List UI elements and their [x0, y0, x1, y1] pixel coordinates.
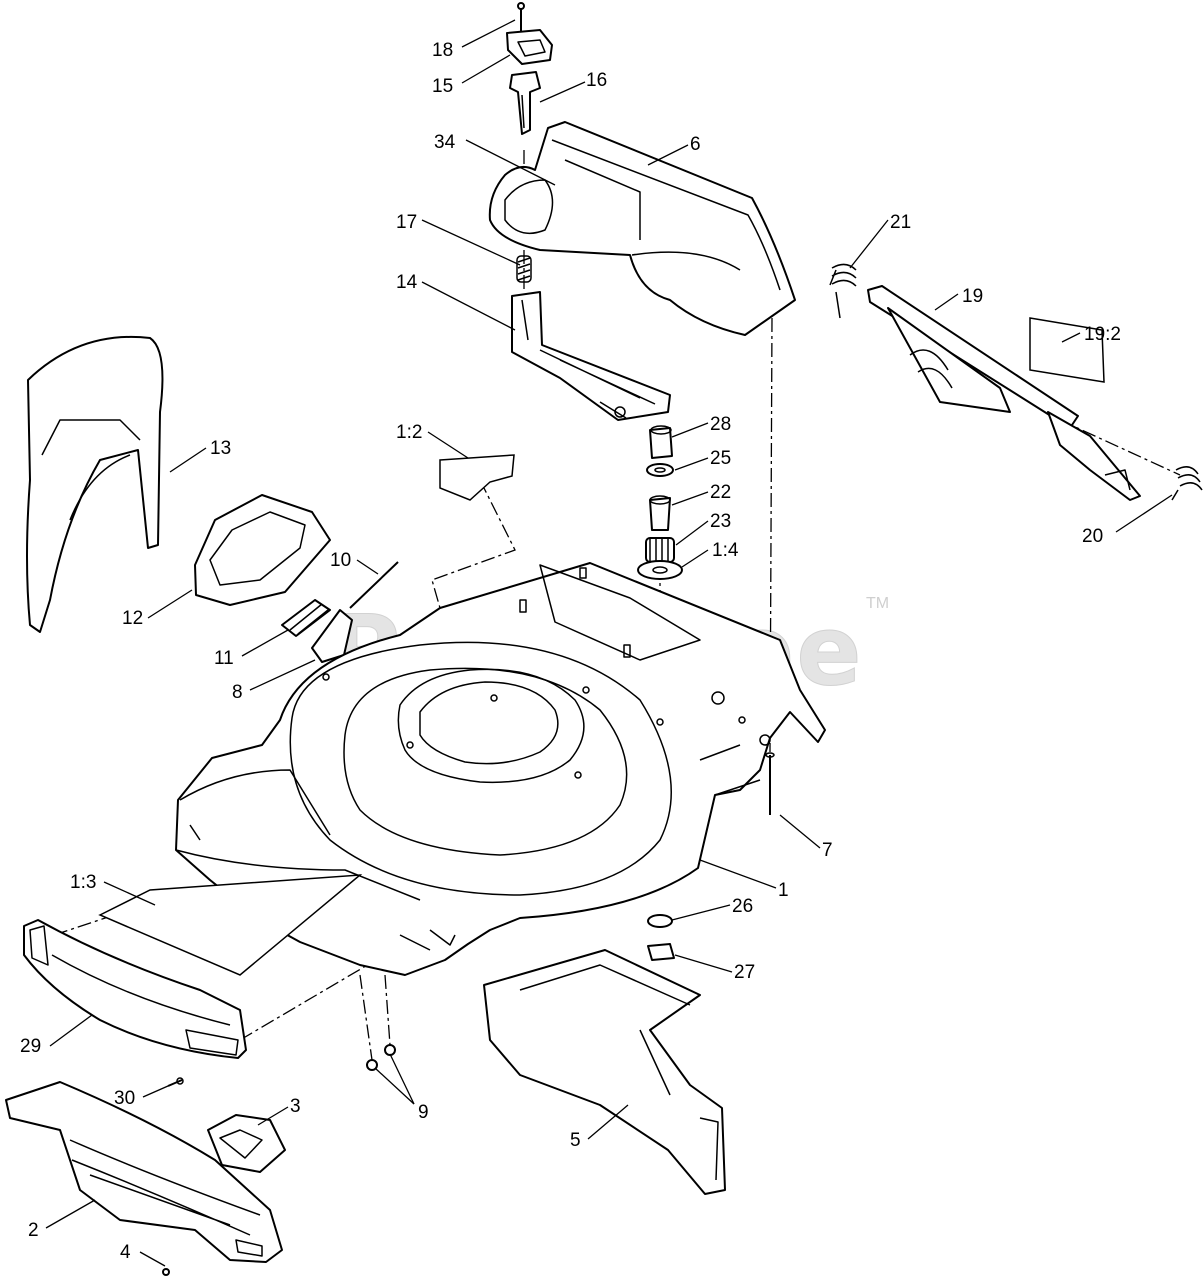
- callout-29: 29: [20, 1036, 41, 1057]
- part-21-spring: [829, 263, 857, 319]
- callout-7: 7: [822, 840, 833, 861]
- callout-labels: 18 15 16 34 6 17 14 21 19 19:2 28 25 22 …: [20, 40, 1121, 1263]
- callout-19-2: 19:2: [1084, 324, 1121, 345]
- callout-11: 11: [214, 648, 234, 669]
- part-1-2-decal: [439, 454, 515, 501]
- part-2-front-baffle: [5, 1081, 283, 1263]
- callout-13: 13: [210, 438, 231, 459]
- callout-18: 18: [432, 40, 453, 61]
- callout-1-2: 1:2: [396, 422, 422, 443]
- callout-8: 8: [232, 682, 243, 703]
- part-3-plug: [207, 1114, 286, 1173]
- part-12-mulch-plug: [194, 494, 331, 606]
- callout-10: 10: [330, 550, 351, 571]
- part-16-latch-slide: [509, 71, 541, 135]
- callout-14: 14: [396, 272, 418, 293]
- part-1-mower-deck: [175, 562, 826, 976]
- part-19-2-decal: [1029, 317, 1105, 383]
- part-13-side-discharge-guard: [26, 335, 164, 633]
- part-25-washer: [646, 463, 674, 477]
- callout-6: 6: [690, 134, 701, 155]
- callout-25: 25: [710, 448, 731, 469]
- part-1-3-decal: [98, 874, 363, 976]
- part-7-bolt: [759, 734, 775, 815]
- part-15-latch-cap: [506, 29, 553, 65]
- callout-23: 23: [710, 511, 731, 532]
- part-22-bushing: [649, 495, 671, 531]
- callout-34: 34: [434, 132, 456, 153]
- callout-16: 16: [586, 70, 607, 91]
- watermark-trademark: TM: [866, 595, 889, 612]
- part-30-screw: [167, 1077, 184, 1087]
- part-29-front-skirt: [23, 919, 247, 1059]
- callout-27: 27: [734, 962, 755, 983]
- part-6-rear-guard: [488, 121, 796, 336]
- part-1-4-washer: [637, 560, 683, 580]
- callout-4: 4: [120, 1242, 131, 1263]
- part-8-bracket: [311, 609, 353, 663]
- part-11-torsion-spring: [281, 599, 331, 637]
- callout-1-3: 1:3: [70, 872, 96, 893]
- callout-20: 20: [1082, 526, 1103, 547]
- part-5-baffle: [483, 949, 726, 1195]
- callout-9: 9: [418, 1102, 429, 1123]
- callout-21: 21: [890, 212, 911, 233]
- part-10-pin: [349, 561, 399, 609]
- callout-30: 30: [114, 1088, 135, 1109]
- part-14-lever: [511, 291, 671, 421]
- part-27-nut: [647, 943, 675, 961]
- callout-22: 22: [710, 482, 731, 503]
- callout-1: 1: [778, 880, 789, 901]
- callout-3: 3: [290, 1096, 301, 1117]
- callout-2: 2: [28, 1220, 39, 1241]
- part-4-screw: [162, 1268, 170, 1276]
- callout-12: 12: [122, 608, 143, 629]
- part-17-spring: [516, 255, 532, 283]
- callout-15: 15: [432, 76, 453, 97]
- part-26-washer: [647, 914, 673, 928]
- part-19-rear-flap-bar: [867, 285, 1141, 501]
- callout-17: 17: [396, 212, 417, 233]
- callout-1-4: 1:4: [712, 540, 739, 561]
- leader-lines: [45, 19, 1173, 1267]
- part-23-gear: [645, 537, 675, 563]
- callout-26: 26: [732, 896, 753, 917]
- callout-5: 5: [570, 1130, 581, 1151]
- callout-19: 19: [962, 286, 983, 307]
- part-20-spring: [1171, 466, 1203, 501]
- part-18-screw: [517, 2, 525, 35]
- part-28-knob-bushing: [649, 425, 673, 459]
- callout-28: 28: [710, 414, 731, 435]
